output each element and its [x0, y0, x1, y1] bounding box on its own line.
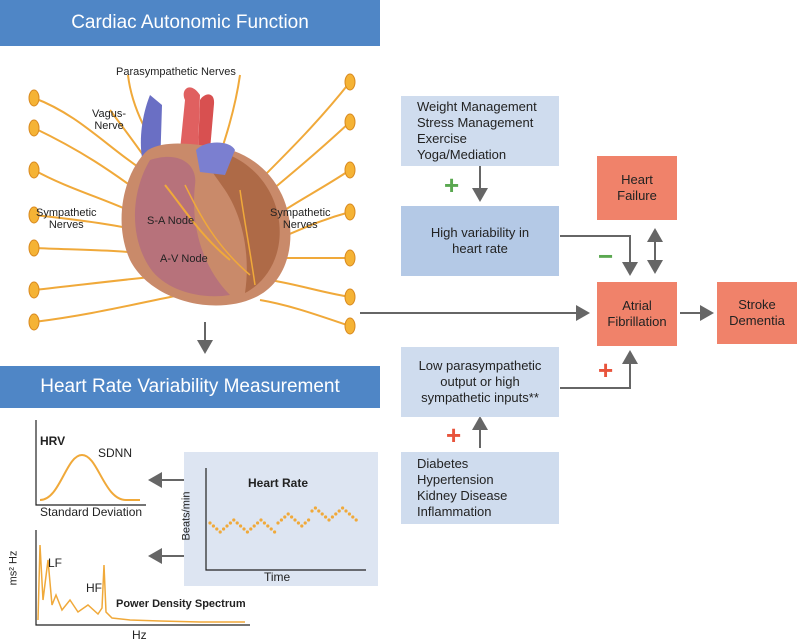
- heart-rate-dot: [286, 512, 290, 516]
- heart-rate-axes: [205, 468, 366, 571]
- heart-rate-dot: [262, 521, 266, 525]
- heart-rate-dot: [245, 530, 249, 534]
- heart-rate-dot: [269, 527, 273, 531]
- high-variability-box: High variability in heart rate: [401, 206, 559, 276]
- heart-rate-dot: [276, 521, 280, 525]
- heart-rate-dot: [354, 518, 358, 522]
- hf-label: HF: [86, 581, 102, 595]
- heart-rate-dot: [313, 506, 317, 510]
- heart-rate-dot: [334, 512, 338, 516]
- heart-rate-dot: [296, 521, 300, 525]
- plus-sign-conditions: +: [446, 420, 462, 450]
- heart-rate-dot: [279, 518, 283, 522]
- heart-rate-dot: [235, 521, 239, 525]
- heart-rate-dot: [293, 518, 297, 522]
- label-sa-node: S-A Node: [147, 215, 195, 227]
- heart-rate-dot: [347, 512, 351, 516]
- sdnn-curve: [39, 453, 140, 501]
- label-parasympathetic-nerves: Parasympathetic Nerves: [116, 66, 236, 78]
- plus-sign-lifestyle: +: [444, 170, 460, 200]
- hrv-chart-title: HRV: [40, 434, 66, 448]
- lf-label: LF: [48, 556, 63, 570]
- label-sympathetic-nerves-right: Sympathetic Nerves: [270, 207, 331, 231]
- label-sympathetic-nerves-left: Sympathetic Nerves: [36, 207, 97, 231]
- sdnn-label: SDNN: [98, 446, 133, 460]
- low-parasympathetic-box: Low parasympathetic output or high sympa…: [401, 347, 559, 417]
- minus-sign-variability: −: [598, 241, 614, 271]
- heart-rate-dot: [341, 506, 345, 510]
- heart-rate-dot: [320, 512, 324, 516]
- heart-rate-dot: [327, 518, 331, 522]
- label-av-node: A-V Node: [160, 253, 208, 265]
- heart-rate-dot: [300, 524, 304, 528]
- heart-rate-dot: [324, 515, 328, 519]
- heart-rate-dot: [266, 524, 270, 528]
- heart-rate-x-axis-label: Time: [264, 570, 291, 584]
- heart-rate-dot: [211, 524, 215, 528]
- heart-rate-dot: [283, 515, 287, 519]
- heart-rate-dot: [239, 524, 243, 528]
- heart-rate-series: [208, 506, 358, 534]
- psd-x-axis-label: Hz: [132, 628, 147, 642]
- conditions-box: Diabetes Hypertension Kidney Disease Inf…: [401, 452, 559, 524]
- psd-y-axis-label: ms² Hz: [7, 550, 20, 586]
- heart-rate-dot: [317, 509, 321, 513]
- hrv-x-axis-label: Standard Deviation: [40, 505, 143, 519]
- heart-illustration: [121, 87, 291, 306]
- ganglion-nodes: [28, 73, 356, 335]
- psd-chart-title: Power Density Spectrum: [116, 598, 246, 610]
- atrial-fibrillation-box: Atrial Fibrillation: [597, 282, 677, 346]
- heart-failure-box: Heart Failure: [597, 156, 677, 220]
- heart-rate-dot: [242, 527, 246, 531]
- arrow-variability-to-af: [560, 235, 638, 276]
- psd-curve: [37, 544, 245, 623]
- heart-rate-dot: [215, 527, 219, 531]
- cardiac-autonomic-function-banner: Cardiac Autonomic Function: [0, 0, 380, 46]
- heart-rate-dot: [249, 527, 253, 531]
- heart-rate-dot: [330, 515, 334, 519]
- heart-rate-dot: [228, 521, 232, 525]
- heart-rate-dot: [225, 524, 229, 528]
- plus-sign-low-parasympathetic: +: [598, 355, 614, 385]
- heart-rate-dot: [252, 524, 256, 528]
- heart-rate-dot: [232, 518, 236, 522]
- heart-rate-dot: [303, 521, 307, 525]
- heart-rate-dot: [259, 518, 263, 522]
- flow-arrows: [148, 166, 714, 564]
- stroke-dementia-box: Stroke Dementia: [717, 282, 797, 344]
- heart-rate-chart-title: Heart Rate: [248, 476, 309, 490]
- heart-rate-dot: [290, 515, 294, 519]
- heart-rate-dot: [337, 509, 341, 513]
- label-vagus-nerve: Vagus- Nerve: [92, 108, 127, 132]
- arrow-low-to-af: [560, 350, 638, 389]
- heart-rate-dot: [344, 509, 348, 513]
- heart-rate-dot: [351, 515, 355, 519]
- heart-rate-dot: [310, 509, 314, 513]
- hrv-measurement-banner: Heart Rate Variability Measurement: [0, 366, 380, 408]
- hrv-axes: [35, 420, 146, 506]
- heart-rate-dot: [208, 521, 212, 525]
- heart-rate-dot: [307, 518, 311, 522]
- heart-rate-y-axis-label: Beats/min: [180, 491, 193, 541]
- heart-rate-dot: [222, 527, 226, 531]
- psd-axes: [35, 530, 250, 626]
- heart-rate-dot: [273, 530, 277, 534]
- heart-rate-dot: [256, 521, 260, 525]
- lifestyle-box: Weight Management Stress Management Exer…: [401, 96, 559, 166]
- heart-rate-dot: [218, 530, 222, 534]
